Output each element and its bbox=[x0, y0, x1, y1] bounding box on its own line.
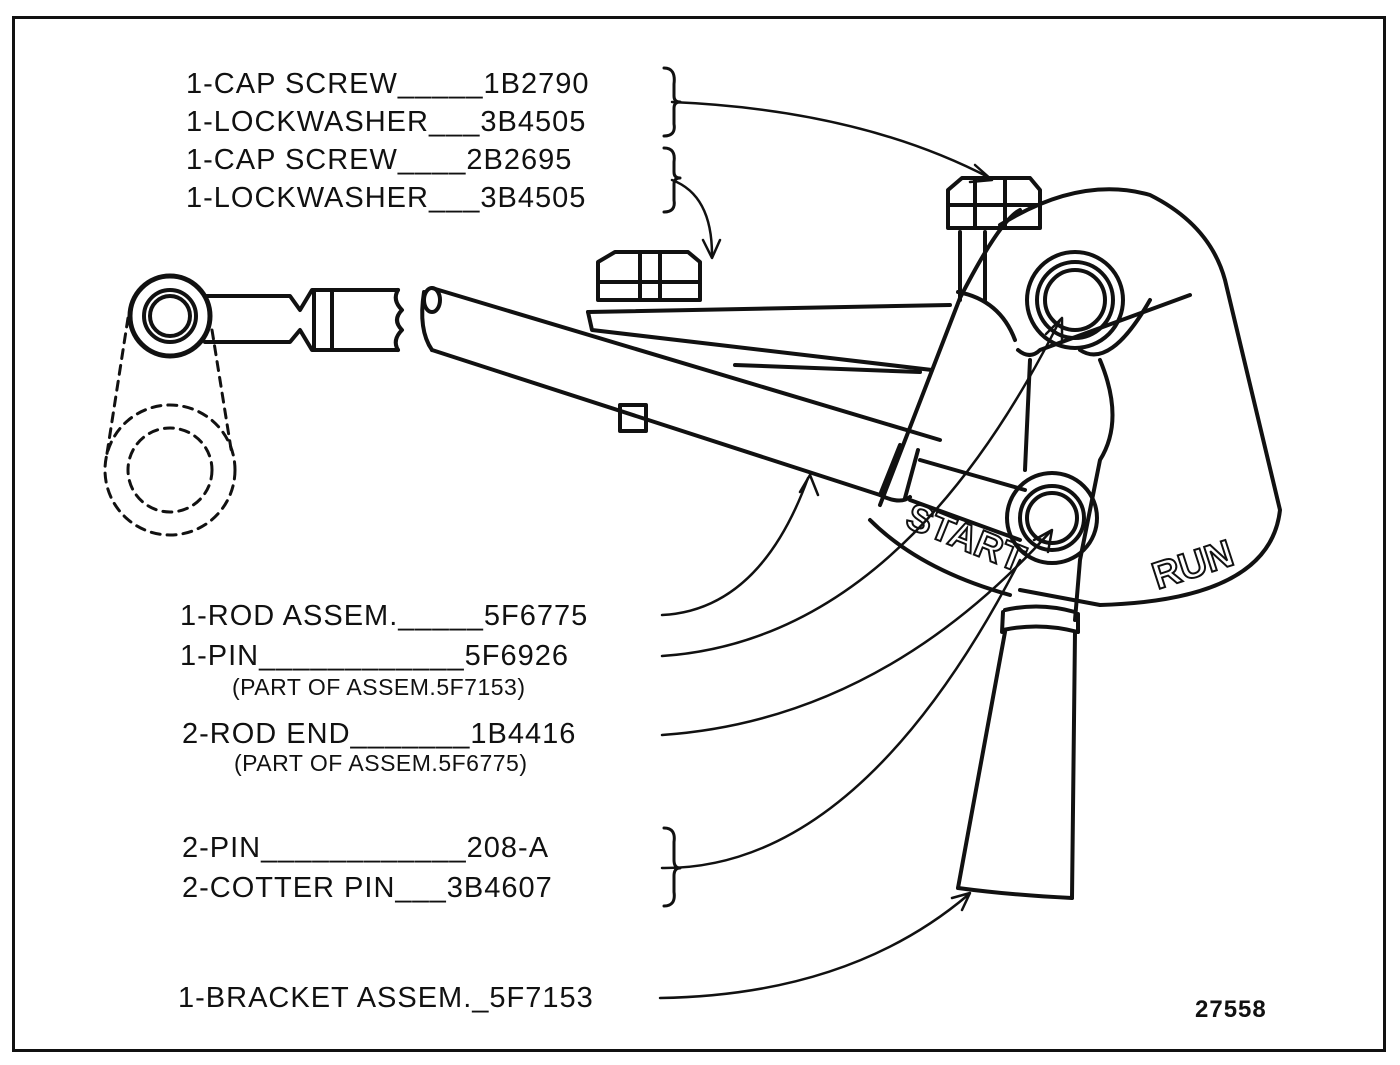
hex-nut-upper bbox=[946, 176, 1042, 302]
label-rod-end-note: (PART OF ASSEM.5F6775) bbox=[234, 750, 528, 776]
bracket-arm bbox=[586, 303, 952, 433]
label-rod-end: 2-ROD END_______1B4416 bbox=[182, 718, 577, 750]
label-pin-note: (PART OF ASSEM.5F7153) bbox=[232, 674, 526, 700]
label-rod-assem: 1-ROD ASSEM._____5F6775 bbox=[180, 600, 589, 632]
hex-nut-lower bbox=[596, 250, 702, 302]
label-pin-2: 2-PIN____________208-A bbox=[182, 832, 550, 864]
label-lockwasher-2: 1-LOCKWASHER___3B4505 bbox=[186, 182, 587, 214]
crank-lever bbox=[103, 316, 237, 537]
diagram-border bbox=[12, 16, 1386, 1052]
rod-end-left bbox=[127, 273, 404, 359]
pivot-lower bbox=[1005, 471, 1099, 565]
bracket-quadrant bbox=[868, 187, 1282, 607]
pivot-upper bbox=[1025, 250, 1125, 350]
label-cap-screw-2: 1-CAP SCREW____2B2695 bbox=[186, 144, 573, 176]
label-cap-screw-1: 1-CAP SCREW_____1B2790 bbox=[186, 68, 590, 100]
start-label: START bbox=[900, 496, 1031, 581]
run-label: RUN bbox=[1147, 533, 1238, 598]
label-lockwasher-1: 1-LOCKWASHER___3B4505 bbox=[186, 106, 587, 138]
grouping-braces bbox=[662, 66, 682, 908]
rod-assembly bbox=[420, 286, 1027, 542]
label-cotter-pin: 2-COTTER PIN___3B4607 bbox=[182, 872, 553, 904]
label-pin: 1-PIN____________5F6926 bbox=[180, 640, 570, 672]
label-bracket-assem: 1-BRACKET ASSEM._5F7153 bbox=[178, 982, 594, 1014]
leader-lines bbox=[658, 100, 1064, 1000]
figure-number: 27558 bbox=[1195, 996, 1267, 1023]
